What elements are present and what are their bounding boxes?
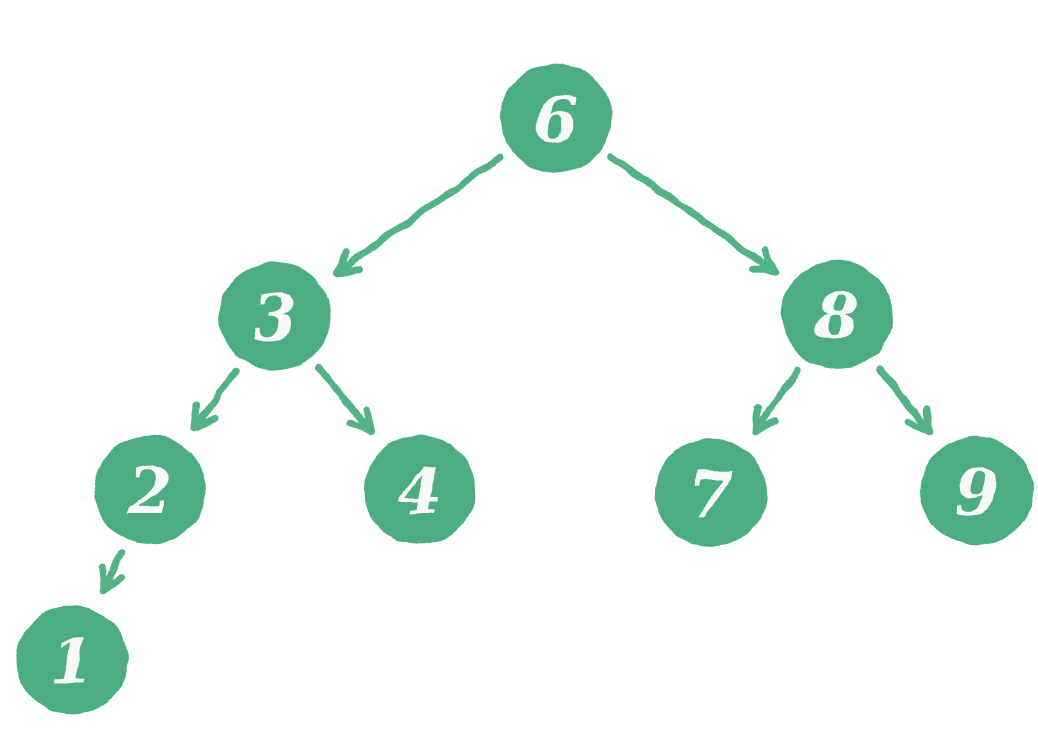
edge-8-9 xyxy=(875,364,934,436)
edge-2-1 xyxy=(98,548,126,595)
node-circle xyxy=(781,260,893,370)
arrowhead-line xyxy=(363,405,375,436)
tree-node-1: 1 xyxy=(16,605,128,715)
arrowhead-line xyxy=(333,266,364,276)
arrowhead-line xyxy=(751,417,780,435)
tree-node-4: 4 xyxy=(364,435,476,545)
node-label-1: 1 xyxy=(50,625,95,700)
tree-node-9: 9 xyxy=(921,436,1033,546)
node-circle xyxy=(921,436,1033,546)
tree-node-7: 7 xyxy=(655,438,767,548)
node-circle xyxy=(219,261,331,371)
tree-node-8: 8 xyxy=(781,260,893,370)
edge-3-4 xyxy=(315,364,375,436)
edges-layer xyxy=(98,153,934,595)
node-label-6: 6 xyxy=(534,83,579,158)
arrowhead-line xyxy=(190,414,219,432)
arrowhead-line xyxy=(922,405,934,436)
node-label-8: 8 xyxy=(814,280,860,355)
node-circle xyxy=(16,605,128,715)
node-circle xyxy=(94,435,206,545)
node-label-9: 9 xyxy=(955,456,1000,531)
edge-8-7 xyxy=(751,367,802,435)
node-label-2: 2 xyxy=(127,455,173,530)
arrowhead-line xyxy=(761,247,779,275)
tree-node-6: 6 xyxy=(500,63,612,173)
node-label-3: 3 xyxy=(253,281,298,356)
node-circle xyxy=(500,63,612,173)
tree-node-3: 3 xyxy=(219,261,331,371)
node-label-7: 7 xyxy=(689,458,734,533)
arrowhead-line xyxy=(100,573,126,595)
node-label-4: 4 xyxy=(398,455,443,530)
nodes-layer: 6 3 8 2 4 7 9 1 xyxy=(16,63,1033,715)
edge-3-2 xyxy=(190,367,239,432)
node-circle xyxy=(655,438,767,548)
edge-6-8 xyxy=(608,153,779,275)
edge-6-3 xyxy=(333,153,504,276)
tree-node-2: 2 xyxy=(94,435,206,545)
node-circle xyxy=(364,435,476,545)
